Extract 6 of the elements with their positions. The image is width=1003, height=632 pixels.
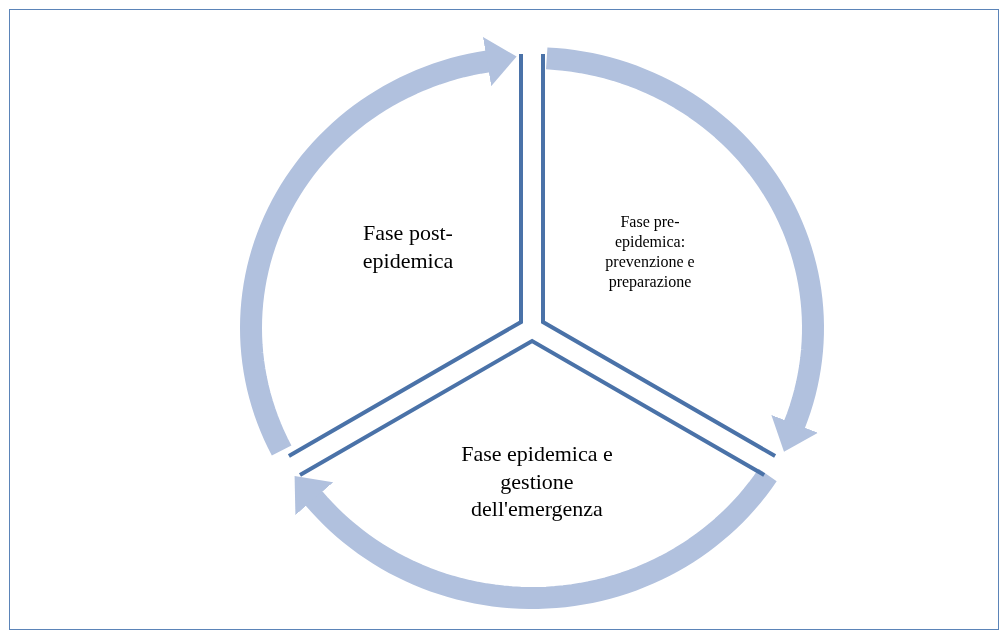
cycle-arrow — [544, 47, 824, 452]
cycle-arrow — [240, 36, 517, 456]
cycle-arrow — [294, 468, 777, 609]
phase-label: Fase post-epidemica — [361, 218, 455, 274]
phase-label: Fase pre-epidemica: prevenzione e preparazione — [604, 212, 696, 292]
phase-label: Fase epidemica e gestione dell'emergenza — [460, 439, 614, 523]
